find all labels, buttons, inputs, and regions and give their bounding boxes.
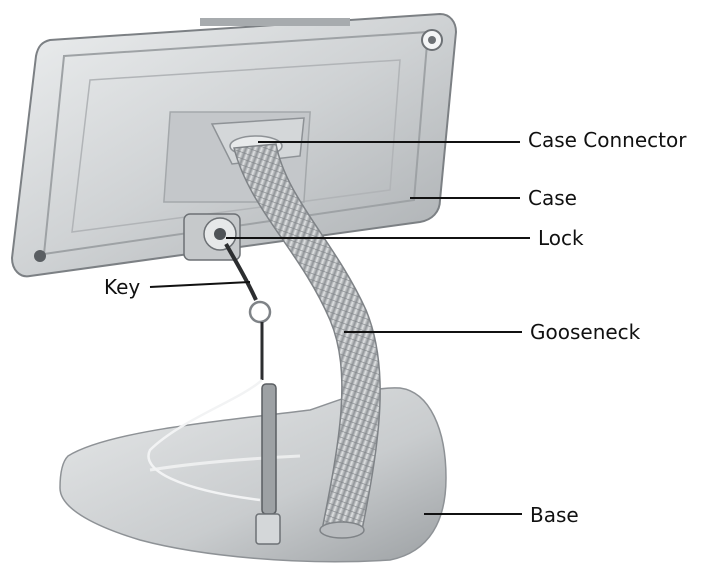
gooseneck-arm <box>233 143 381 539</box>
key-lanyard <box>147 243 281 545</box>
base-plate <box>59 387 447 563</box>
label-case: Case <box>528 186 577 210</box>
label-key: Key <box>104 275 141 299</box>
leader-lines <box>149 141 530 515</box>
label-lock: Lock <box>538 226 584 250</box>
label-base: Base <box>530 503 579 527</box>
leader-key <box>149 281 251 288</box>
label-gooseneck: Gooseneck <box>530 320 641 344</box>
label-case-connector: Case Connector <box>528 128 687 152</box>
